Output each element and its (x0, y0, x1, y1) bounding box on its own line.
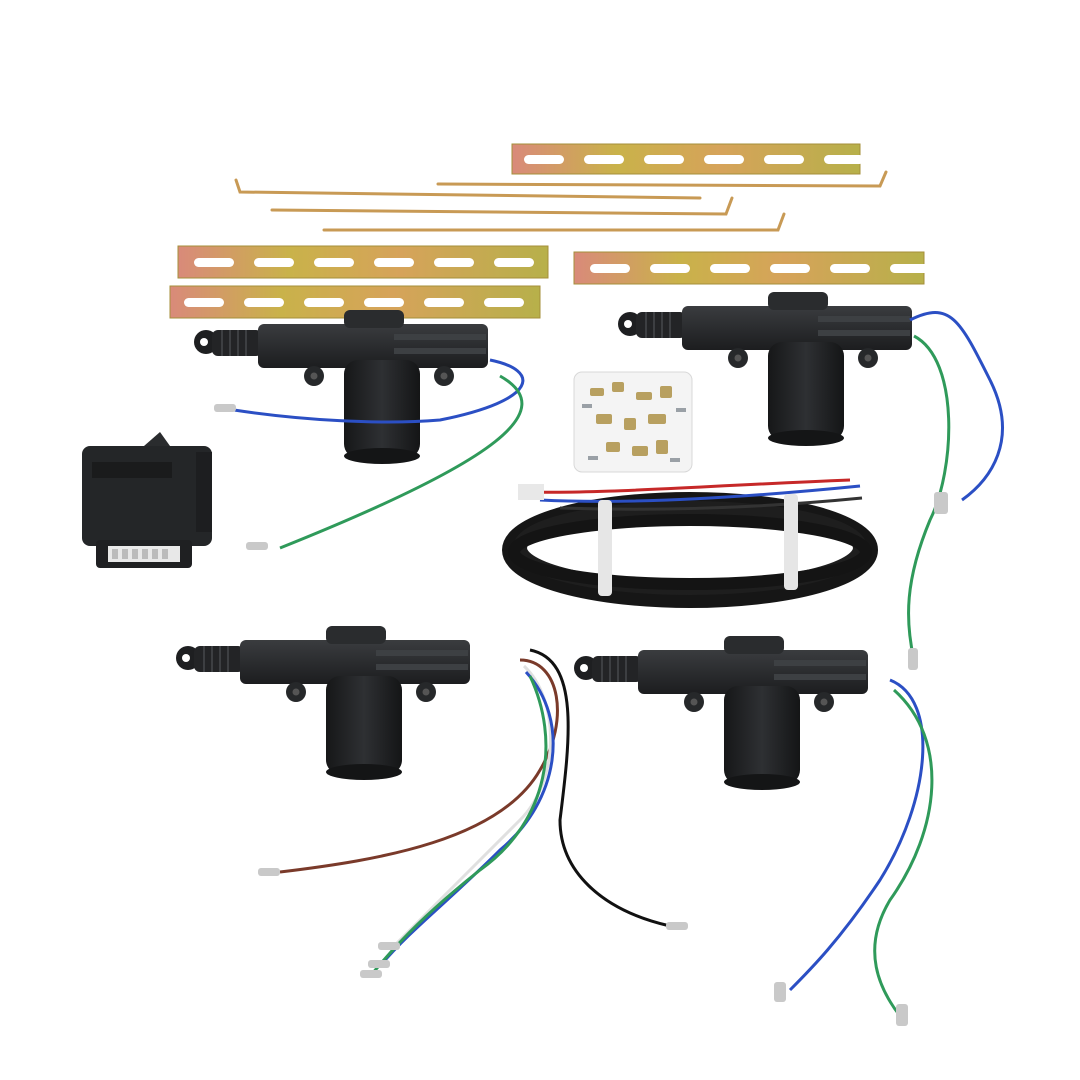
wiring-harness (502, 478, 878, 608)
connecting-rod (322, 212, 786, 232)
mounting-bracket (511, 143, 864, 175)
door-lock-actuator (617, 291, 1004, 670)
control-module (82, 432, 212, 568)
door-lock-actuator (573, 635, 934, 1026)
door-lock-actuator (175, 625, 688, 978)
connecting-rod (234, 178, 702, 200)
mounting-bracket (177, 245, 549, 279)
screw-bag (573, 371, 693, 473)
connecting-rod (270, 196, 734, 216)
door-lock-actuator (193, 309, 525, 550)
mounting-bracket (573, 251, 930, 285)
connecting-rod (436, 170, 888, 188)
